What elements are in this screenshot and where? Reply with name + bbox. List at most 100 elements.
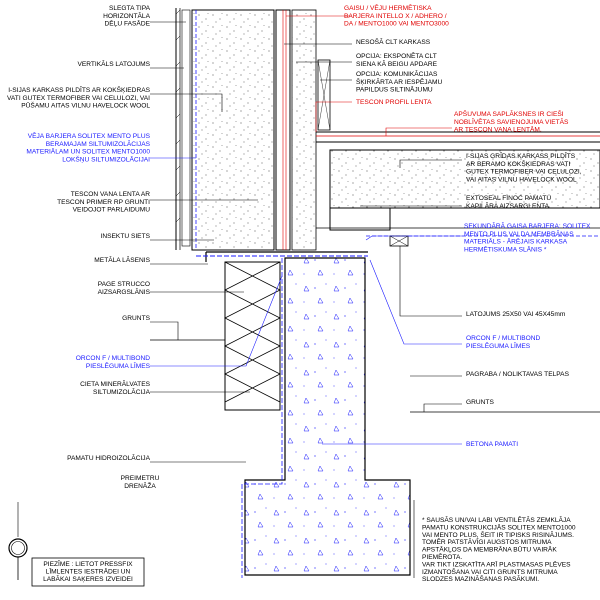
note-line: LĪMLENTES IESTRĀDEI UN <box>46 568 131 576</box>
callout-line: AIZSARGSLĀNIS <box>98 288 151 296</box>
callout-line: PAPILDUS SILTINĀJUMU <box>356 86 433 94</box>
left-callout-label: PAMATU HIDROIZOLĀCIJA <box>67 454 151 462</box>
callout-line: BERAMAJAM SILTUMIZOLĀCIJAS <box>46 140 151 148</box>
note-line: PIEZĪME : LIETOT PRESSFIX <box>43 560 133 568</box>
callout-line: GAISU / VĒJU HERMĒTISKA <box>344 4 432 12</box>
callout-line: BETONA PAMATI <box>466 441 518 448</box>
callout-line: PŪŠAMU AITAS VILNU HAVELOCK WOOL <box>21 101 150 110</box>
callout-line: DRENĀŽA <box>124 481 156 490</box>
wall-assembly <box>175 8 331 251</box>
callout-line: VĒJA BARJERA SOLITEX MENTO PLUS <box>28 132 151 140</box>
callout-line: ORCON F / MULTIBOND <box>466 335 540 342</box>
callout-line: KAPILĀRA AIZSARGLENTA <box>466 202 550 210</box>
right-callout-label: PAGRABA / NOLIKTAVAS TELPAS <box>466 371 570 378</box>
callout-line: SEKUNDĀRĀ GAISA BARJERA: SOLITEX <box>464 222 591 230</box>
callout-line: HERMĒTISKUMA SLĀNIS * <box>464 245 547 253</box>
callout-line: NOBLĪVĒTAS SAVIENOJUMA VIETĀS <box>454 118 569 126</box>
callout-line: TESCON PROFIL LENTA <box>356 99 432 106</box>
callout-line: SILTUMIZOLĀCIJA <box>93 388 151 396</box>
footnote-line: * SAUSĀS UN/VAI LABI VENTILĒTĀS ZEMKLĀJA <box>422 516 571 524</box>
footnote-line: PIEMĒROTA. <box>422 553 462 561</box>
callout-line: AR TESCON VANA LENTĀM. <box>454 126 542 134</box>
facade-boards <box>175 8 191 250</box>
callout-line: APŠUVUMA SAPLĀKSNES IR CIEŠI <box>454 109 564 118</box>
callout-line: DA / MENTO1000 VAI MENTO3000 <box>344 21 449 28</box>
left-callout-label: VERTIKĀLS LATOJUMS <box>77 60 150 68</box>
callout-line: GUTEX TERMOFIBER VAI CELULOZI, <box>466 169 582 176</box>
callout-line: INSEKTU SIETS <box>101 233 151 240</box>
callout-line: METĀLA LĀSENIS <box>94 256 150 264</box>
service-cavity <box>291 9 317 251</box>
footnote-line: TOMĒR PATSTĀVĪGI AUGSTOS MITRUMA <box>422 538 552 546</box>
callout-line: SIENA KĀ BEIGU APDARE <box>356 60 438 68</box>
callout-line: MATERIĀLS - ĀRĒJAIS KARKASA <box>464 238 568 246</box>
leader-lines <box>17 15 462 578</box>
callout-line: PIESLĒGUMA LĪMES <box>466 342 531 350</box>
callout-line: OPCIJA: EKSPONĒTA CLT <box>356 52 437 60</box>
right-callout-label: LATOJUMS 25X50 VAI 45X45mm <box>466 311 566 318</box>
foundation <box>8 251 600 580</box>
callout-line: TESCON VANA LENTA AR <box>71 191 151 198</box>
callout-line: NESOŠĀ CLT KARKASS <box>356 37 431 46</box>
callout-line: MENTO PLUS VAI DA MEMBRĀNAS <box>464 230 574 238</box>
footnote-line: VAI MENTO PLUS, ŠEIT IR TIPISKS RISINĀJU… <box>422 530 574 539</box>
wall-insulation <box>191 9 275 251</box>
callout-line: AR BERAMO KOKŠĶIEDRAS VATI <box>466 159 570 168</box>
callout-line: BARJERA INTELLO X / ADHERO / <box>344 13 447 20</box>
callout-line: PAMATU HIDROIZOLĀCIJA <box>67 454 151 462</box>
floor-assembly <box>316 131 600 247</box>
left-callout-label: INSEKTU SIETS <box>101 233 151 240</box>
footnote-line: PAMATU KONSTRUKCIJĀS SOLITEX MENTO1000 <box>422 523 576 531</box>
callout-line: I-SIJAS KARKASS PILDĪTS AR KOKŠĶIEDRAS <box>8 85 150 94</box>
concrete-foundation <box>244 257 411 576</box>
left-callout-label: METĀLA LĀSENIS <box>94 256 150 264</box>
right-callout-label: TESCON PROFIL LENTA <box>356 99 432 106</box>
callout-line: VEIDOJOT PARLAIDUMU <box>73 207 151 214</box>
callout-line: OPCIJA: KOMUNIKĀCIJAS <box>356 70 438 78</box>
callout-line: PIESLĒGUMA LĪMES <box>86 362 151 370</box>
callout-line: VERTIKĀLS LATOJUMS <box>77 60 150 68</box>
callout-line: LATOJUMS 25X50 VAI 45X45mm <box>466 311 566 318</box>
footnote-line: APSTĀKĻOS DA MEMBRĀNA BŪTU VAIRĀK <box>422 546 557 554</box>
left-callout-label: GRUNTS <box>122 315 150 322</box>
metal-drip <box>205 251 368 262</box>
callout-line: SLEGTA TIPA <box>109 5 151 12</box>
mineral-wool-insulation <box>224 261 281 411</box>
note-line: LABĀKAI SAĶERES IZVEIDEI <box>43 575 133 583</box>
right-callout-label: NESOŠĀ CLT KARKASS <box>356 37 431 46</box>
footnote-line: VAR TIKT IZSKATĪTA ARĪ PLASTMASAS PLĒVES <box>422 560 571 568</box>
right-callout-label: BETONA PAMATI <box>466 441 518 448</box>
footnote-line: IZMANTOŠANA VAI CITI GRUNTS MITRUMA <box>422 567 558 576</box>
callout-line: ORCON F / MULTIBOND <box>76 355 150 362</box>
callout-line: DĒĻU FASĀDE <box>105 20 151 28</box>
callout-line: EXTOSEAL FINOC PAMATU <box>466 195 551 202</box>
callout-line: GRUNTS <box>466 399 494 406</box>
right-callout-label: GRUNTS <box>466 399 494 406</box>
callout-line: PAGRABA / NOLIKTAVAS TELPAS <box>466 371 570 378</box>
callout-line: VATI GUTEX TERMOFIBER VAI CELULOZI, VAI <box>7 95 150 102</box>
callout-line: HORIZONTĀLA <box>103 12 150 20</box>
callout-line: LOKŠŅU SILTUMIZOLĀCIJAI <box>62 154 150 163</box>
footnote-line: SLODZES MAZINĀŠANAS PASĀKUMI. <box>422 574 539 583</box>
footnote-text: * SAUSĀS UN/VAI LABI VENTILĒTĀS ZEMKLĀJA… <box>422 516 576 583</box>
callout-line: TESCON PRIMER RP GRUNTI <box>57 199 150 206</box>
callout-line: MATERIĀLAM UN SOLITEX MENTO1000 <box>26 148 150 156</box>
floor-insulation <box>329 149 600 209</box>
